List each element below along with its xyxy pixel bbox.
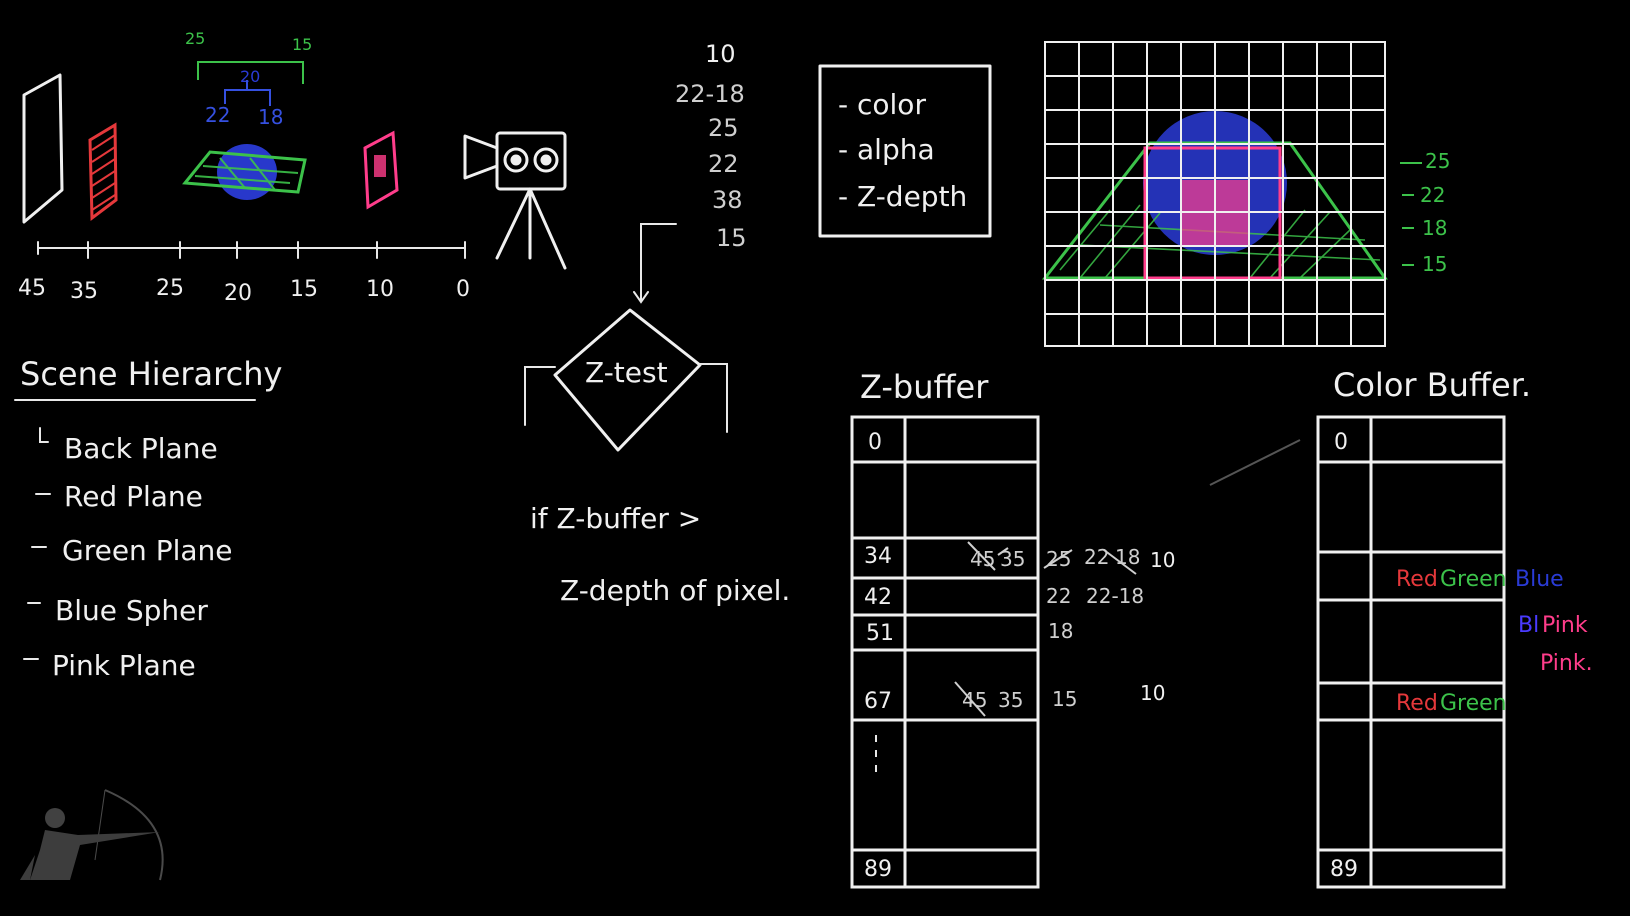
color-entry-pink: Pink [1542, 613, 1588, 638]
color-buffer-title: Color Buffer. [1333, 366, 1531, 404]
color-entry-green: Green [1440, 567, 1507, 592]
blue-depth-left: 22 [205, 103, 230, 127]
color-entry-red: Red [1396, 691, 1438, 716]
color-buffer-row-index: 89 [1330, 857, 1358, 882]
depth-list-item: 38 [712, 186, 743, 214]
axis-tick-label: 20 [224, 281, 252, 306]
axis-tick-label: 10 [366, 277, 394, 302]
z-buffer-entry: 18 [1115, 545, 1140, 569]
color-entry-pink: Pink. [1540, 651, 1593, 676]
z-test-label: Z-test [585, 356, 668, 389]
z-buffer-row-index: 67 [864, 689, 892, 714]
hierarchy-item: Pink Plane [52, 649, 196, 682]
scene-planes-illustration: 25 15 20 22 18 45 35 25 20 15 10 [18, 29, 567, 306]
green-depth-mid: 20 [240, 67, 260, 86]
z-buffer-entry: 10 [1150, 548, 1175, 572]
grid-depth-label: 22 [1420, 183, 1445, 207]
color-entry-blue-partial: Bl [1518, 613, 1539, 638]
z-buffer-entry-struck: 35 [998, 688, 1023, 712]
z-buffer-entry: 15 [1052, 687, 1077, 711]
grid-depth-label: 25 [1425, 149, 1450, 173]
hierarchy-item: Red Plane [64, 480, 203, 513]
z-buffer-entry: 10 [1140, 681, 1165, 705]
scene-hierarchy: Scene Hierarchy Back Plane Red Plane Gre… [14, 355, 282, 682]
depth-list-item: 15 [716, 224, 747, 252]
hierarchy-item: Blue Spher [55, 594, 208, 627]
blue-depth-right: 18 [258, 105, 283, 129]
z-buffer-row-index: 34 [864, 544, 892, 569]
pixel-attributes-box: - color - alpha - Z-depth [818, 64, 992, 238]
z-buffer-row-index: 0 [868, 430, 882, 455]
z-test-flowchart: Z-test if Z-buffer > Z-depth of pixel. [524, 223, 790, 607]
axis-tick-label: 45 [18, 276, 46, 301]
blue-sphere-depth-bracket: 22 18 [205, 80, 283, 129]
z-buffer-row-index: 51 [866, 621, 894, 646]
depth-value-list: 10 22-18 25 22 38 15 [675, 40, 747, 252]
pink-plane-shape [363, 130, 399, 210]
hierarchy-item: Back Plane [64, 432, 218, 465]
axis-tick-label: 0 [456, 277, 470, 302]
green-depth-left: 25 [185, 29, 205, 48]
pixel-grid: 25 22 18 15 [1041, 41, 1450, 347]
z-test-condition-line1: if Z-buffer > [530, 502, 701, 535]
depth-axis-tick-labels: 45 35 25 20 15 10 0 [18, 276, 470, 306]
z-buffer-entry: 22 [1084, 545, 1109, 569]
z-buffer-entry: 18 [1048, 619, 1073, 643]
grid-depth-label: 18 [1422, 216, 1447, 240]
color-buffer-table: Color Buffer. 0 89 Red Green Blue Bl Pin… [1316, 366, 1593, 889]
attribute-color: - color [838, 88, 926, 121]
z-buffer-row-index: 42 [864, 585, 892, 610]
green-plane-shape [182, 150, 307, 194]
depth-list-item: 22-18 [675, 80, 745, 108]
red-plane-shape [88, 122, 118, 221]
attribute-z-depth: - Z-depth [838, 180, 967, 213]
green-depth-right: 15 [292, 35, 312, 54]
depth-list-item: 25 [708, 114, 739, 142]
scene-hierarchy-title: Scene Hierarchy [20, 355, 282, 393]
z-buffer-entry: 22 [1046, 584, 1071, 608]
depth-list-item: 22 [708, 150, 739, 178]
z-buffer-title: Z-buffer [860, 368, 989, 406]
archer-logo-icon [20, 789, 164, 881]
grid-depth-label: 15 [1422, 252, 1447, 276]
depth-list-item: 10 [705, 40, 736, 68]
z-buffer-entry: 22-18 [1086, 584, 1144, 608]
back-plane-shape [22, 73, 64, 224]
color-entry-red: Red [1396, 567, 1438, 592]
color-buffer-row-index: 0 [1334, 430, 1348, 455]
attribute-alpha: - alpha [838, 133, 935, 166]
axis-tick-label: 15 [290, 277, 318, 302]
axis-tick-label: 35 [70, 279, 98, 304]
z-buffer-entry-struck: 45 [962, 688, 987, 712]
z-test-condition-line2: Z-depth of pixel. [560, 574, 790, 607]
axis-tick-label: 25 [156, 276, 184, 301]
color-entry-green: Green [1440, 691, 1507, 716]
z-buffer-table: Z-buffer 0 34 42 51 67 89 45 35 [850, 368, 1301, 889]
green-plane-depth-bracket: 25 15 20 [185, 29, 312, 86]
z-buffer-row-index: 89 [864, 857, 892, 882]
camera-icon [463, 131, 567, 270]
depth-axis [37, 241, 466, 259]
color-entry-blue: Blue [1515, 567, 1564, 592]
hierarchy-item: Green Plane [62, 534, 233, 567]
